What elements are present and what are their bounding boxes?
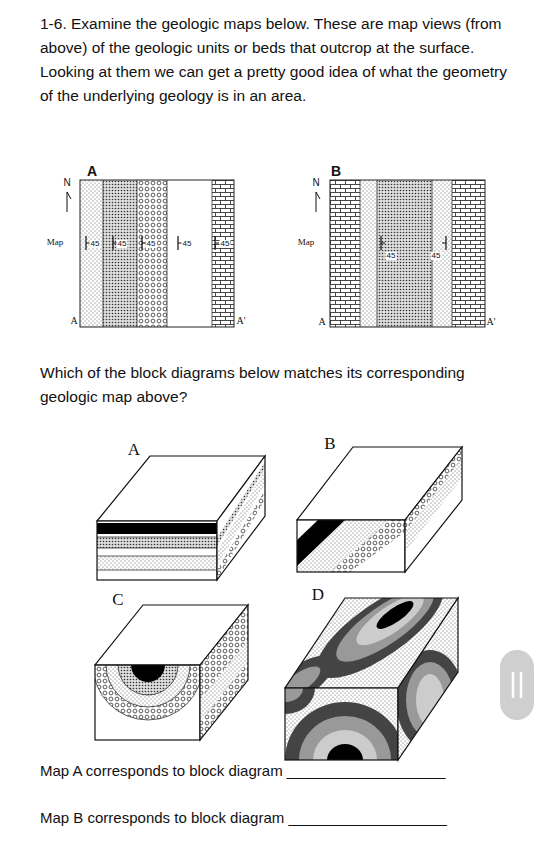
block-diagram-d-part-part <box>299 716 391 760</box>
block-diagram-a-part <box>97 521 217 580</box>
block-diagram-b-part <box>405 447 462 572</box>
block-diagram-d <box>255 566 464 818</box>
dip-angle: 45 <box>386 252 397 260</box>
block-diagram-a-part <box>97 523 217 570</box>
block-diagram-a-part-part <box>217 470 265 566</box>
block-diagram-b-part-part <box>297 520 345 566</box>
block-label: A <box>128 440 140 460</box>
north-label: N <box>63 177 70 189</box>
block-label: D <box>312 585 324 605</box>
map-label: Map <box>47 237 64 248</box>
block-diagram-d-part-part <box>285 688 303 702</box>
block-diagram-a-part <box>217 456 265 580</box>
block-diagram-a-part-part <box>97 556 217 570</box>
block-diagram-a-part-part <box>217 490 265 580</box>
block-diagram-d-part <box>285 688 398 760</box>
geologic-map-a-part <box>67 192 71 212</box>
geologic-map-b <box>316 180 485 327</box>
section-end-label: A <box>70 315 77 327</box>
section-end-label: A' <box>236 315 245 327</box>
geologic-map-a-part <box>137 180 167 327</box>
geologic-map-a-part <box>103 180 137 327</box>
geologic-map-a <box>67 180 234 327</box>
block-diagram-c-part-part <box>106 665 190 707</box>
block-diagram-a-part-part <box>97 537 217 548</box>
geologic-map-a-part <box>80 180 234 327</box>
geologic-map-a-part <box>103 180 212 327</box>
question-text: Which of the block diagrams below matche… <box>40 361 480 409</box>
block-diagram-d-part <box>285 688 398 760</box>
block-diagram-a-part-part <box>97 523 217 534</box>
map-title: B <box>331 163 341 180</box>
block-diagram-a-part <box>97 521 217 580</box>
block-diagram-d-part-part <box>313 730 377 760</box>
block-diagram-d-part-part <box>350 586 430 653</box>
block-diagram-d-part-part <box>373 597 417 634</box>
block-diagram-d-part-part <box>285 702 398 760</box>
block-diagram-a-part <box>217 456 265 580</box>
block-diagram-d-part <box>396 650 464 750</box>
section-end-label: A <box>318 316 325 328</box>
answer-line: Map A corresponds to block diagram _____… <box>40 762 445 780</box>
section-end-label: A' <box>486 316 495 328</box>
geologic-map-b-part <box>381 236 446 250</box>
dip-angle: 45 <box>431 252 442 260</box>
block-diagram-c-part <box>95 665 200 720</box>
dip-angle: 45 <box>220 240 231 248</box>
block-diagram-c-part <box>200 605 248 740</box>
north-label: N <box>312 177 319 189</box>
scroll-handle <box>500 650 534 720</box>
scroll-handle-part <box>513 672 521 698</box>
dip-angle: 45 <box>117 240 128 248</box>
block-diagram-c-part-part <box>131 665 165 682</box>
block-diagram-b-part-part <box>330 520 405 572</box>
block-diagram-d-part <box>398 598 458 760</box>
geologic-map-b-part <box>360 180 377 327</box>
map-title: A <box>87 163 97 180</box>
block-diagram-d-part-part <box>396 650 464 750</box>
geologic-map-a-part <box>167 180 212 327</box>
block-diagram-d-part-part <box>416 674 444 726</box>
block-label: B <box>324 434 335 454</box>
geologic-map-b-part <box>360 180 452 327</box>
geologic-map-a-part <box>80 180 103 327</box>
block-diagram-b-part <box>405 447 462 572</box>
block-diagram-d-part-part <box>406 662 454 738</box>
geologic-map-b-part <box>452 180 485 327</box>
block-diagram-c-part-part <box>118 665 178 695</box>
geologic-map-b-part <box>316 192 320 212</box>
dip-angle: 45 <box>90 240 101 248</box>
block-label: C <box>112 590 123 610</box>
scroll-handle-part <box>500 650 534 720</box>
block-diagram-a-part-part <box>97 537 217 570</box>
block-diagram-d-part-part <box>285 688 315 714</box>
block-diagram-a <box>97 456 265 580</box>
block-diagram-c-part-part <box>95 665 200 720</box>
block-diagram-c-part <box>95 665 200 740</box>
geologic-map-b-part <box>377 180 432 327</box>
block-diagram-d-part-part <box>327 744 363 760</box>
block-diagram-a-part <box>217 462 265 580</box>
block-diagram-b-part-part <box>405 458 462 552</box>
answer-line: Map B corresponds to block diagram _____… <box>40 809 447 827</box>
geologic-map-b-part <box>330 180 485 327</box>
dip-angle: 45 <box>146 240 157 248</box>
geologic-map-b-part <box>330 180 360 327</box>
block-diagram-b <box>290 447 462 572</box>
geologic-map-a-part <box>212 180 234 327</box>
dip-angle: 45 <box>182 240 193 248</box>
geologic-map-a-part <box>86 236 219 250</box>
block-diagram-c-part <box>200 605 248 740</box>
block-diagram-b-part <box>297 520 405 572</box>
block-diagram-b-part-part <box>405 447 462 532</box>
intro-paragraph: 1-6. Examine the geologic maps below. Th… <box>40 12 518 108</box>
block-diagram-c <box>93 605 248 740</box>
block-diagram-b-part <box>297 520 405 572</box>
map-label: Map <box>298 237 315 248</box>
